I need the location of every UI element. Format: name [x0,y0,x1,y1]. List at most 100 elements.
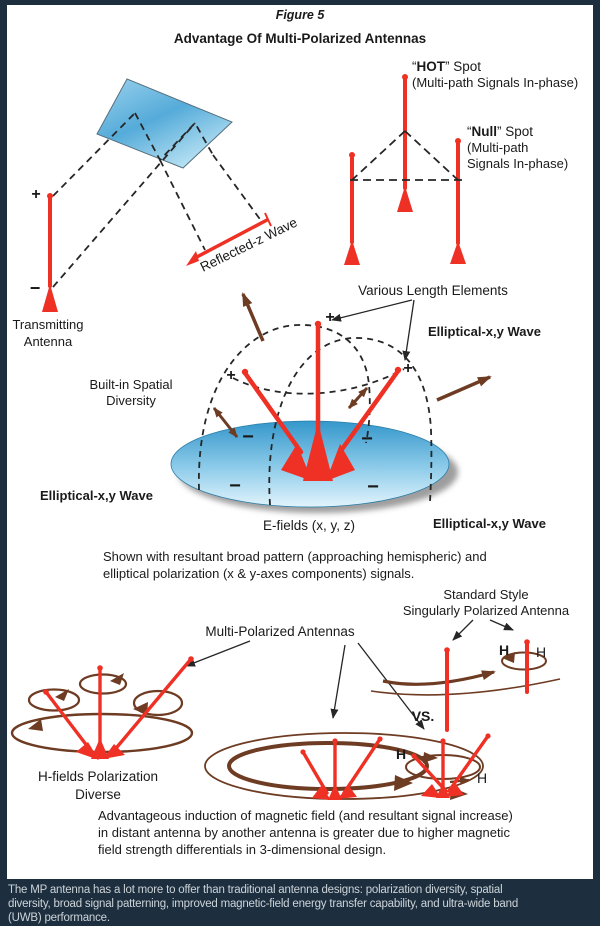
mid-caption-line1: Shown with resultant broad pattern (appr… [103,549,487,564]
panel-reflection-marks [134,112,214,162]
reflected-z-wave-line [191,218,269,261]
bottom-caption-line2: in distant antenna by another antenna is… [98,825,510,840]
built-in-label-1: Built-in Spatial [89,377,172,392]
standard-hfield-swoosh [382,670,496,686]
multi-pointer-right [357,642,425,730]
diverse-base-right [103,744,125,759]
null-rest: ” Spot [497,124,533,139]
diverse-rod-left [44,690,93,753]
element-tip-right [394,366,402,374]
hfield-scene: Multi-Polarized Antennas Standard Style … [10,587,570,857]
bottom-caption-line1: Advantageous induction of magnetic field… [98,808,513,823]
element-base-center [303,422,333,481]
diverse-loop-left-arrowhead [55,689,69,701]
standard-style-label-2: Singularly Polarized Antenna [403,603,570,618]
footer-line-3: (UWB) performance. [8,912,110,924]
null-spot-label: “Null” Spot [467,124,533,139]
standard-hfield-loop [501,651,547,671]
hfields-label-2: Diverse [75,787,121,802]
receiver-rod-vert-tip [440,738,446,744]
left-antenna-tip [349,152,355,158]
pattern-dome-right [268,337,433,506]
element-plus-center: + [325,309,334,326]
multipath-triangle [350,130,462,181]
multi-polarized-label: Multi-Polarized Antennas [205,624,355,639]
efields-label: E-fields (x, y, z) [263,518,355,533]
element-rod-left [242,370,304,455]
transmitting-label-2: Antenna [24,334,73,349]
receiver-base-right [445,784,464,797]
footer-line-1: The MP antenna has a lot more to offer t… [8,884,503,896]
induction-rod-left-tip [300,749,306,755]
hot-quote-open: “ [412,59,417,74]
standard-h-reg: H [536,644,546,660]
null-antenna-base [450,241,466,264]
element-tip-left [241,368,249,376]
wave-arrow-small-center [347,386,369,410]
induction-h-bold: H [396,746,406,762]
reflected-z-wave-tip [186,251,199,266]
elliptical-right-label: Elliptical-x,y Wave [428,324,541,339]
ground-minus-2: − [361,428,373,450]
induction-inner-arrowhead [394,775,413,791]
hot-word: HOT [417,59,446,74]
standard-antenna-right-tip [524,639,530,645]
reflected-wave-direction-arrow [241,292,265,342]
diverse-rod-left-tip [43,689,49,695]
element-plus-right: + [403,360,412,377]
hot-spot-sub: (Multi-path Signals In-phase) [412,75,578,90]
induction-outer-loop [204,732,484,800]
diverse-rod-right-tip [188,656,194,662]
null-quote-open: “ [467,124,472,139]
reflected-ray-1 [159,159,206,251]
standard-hfield-swoosh-thin [370,678,561,696]
pattern-arc-equator [232,368,405,395]
reflected-z-wave-label: Reflected-z Wave [198,215,300,275]
elliptical-bottom-label: Elliptical-x,y Wave [433,516,546,531]
figure-title: Advantage Of Multi-Polarized Antennas [173,31,427,46]
induction-rod-left [301,750,329,795]
footer-caption: The MP antenna has a lot more to offer t… [8,883,593,925]
pattern-dome-left [198,324,371,491]
induction-base-right [337,786,357,799]
hfields-label-1: H-fields Polarization [38,769,158,784]
transmitting-antenna-tip [47,193,53,199]
multipolarized-scene: − − − − + + + Various Length Elem [40,283,546,581]
various-pointer-1 [331,299,413,322]
diverse-outer-arrowhead [28,719,43,731]
transmitting-label-1: Transmitting [12,317,83,332]
induction-rod-right-tip [377,736,383,742]
hot-antenna-base [397,186,413,212]
ground-minus-4: − [367,476,379,498]
incident-ray-2 [52,122,196,288]
receiver-rod-left-tip [411,753,417,759]
incident-ray-1 [52,112,136,197]
null-antenna-tip [455,138,461,144]
ground-minus-1: − [242,426,254,448]
receiver-exit-arrow [449,776,470,785]
induction-inner-loop [227,741,429,791]
element-tip-center [314,320,322,328]
standard-h-bold: H [499,642,509,658]
reflection-scene: Reflected-z Wave + − Transmitting Antenn… [12,78,300,349]
standard-loop-arrowhead [502,652,515,663]
left-antenna-base [344,240,360,265]
hot-spot-label: “HOT” Spot [412,59,481,74]
reflected-ray-2 [212,154,263,223]
diverse-loop-left [27,688,81,712]
standard-style-label-1: Standard Style [443,587,528,602]
elliptical-left-label: Elliptical-x,y Wave [40,488,153,503]
element-rod-right [337,368,401,455]
diverse-base-mid [91,738,109,759]
hot-rest: ” Spot [445,59,481,74]
wave-arrow-right [436,375,492,402]
element-base-left [281,444,312,481]
reflector-panel [96,78,233,169]
diverse-rod-right [110,657,193,755]
transmitting-plus-sign: + [31,186,40,203]
reflected-z-wave-tick [264,212,272,227]
diverse-loop-vert [78,673,128,695]
receiver-loop-arrowhead [423,752,438,763]
bottom-caption-line3: field strength differentials in 3-dimens… [98,842,386,857]
